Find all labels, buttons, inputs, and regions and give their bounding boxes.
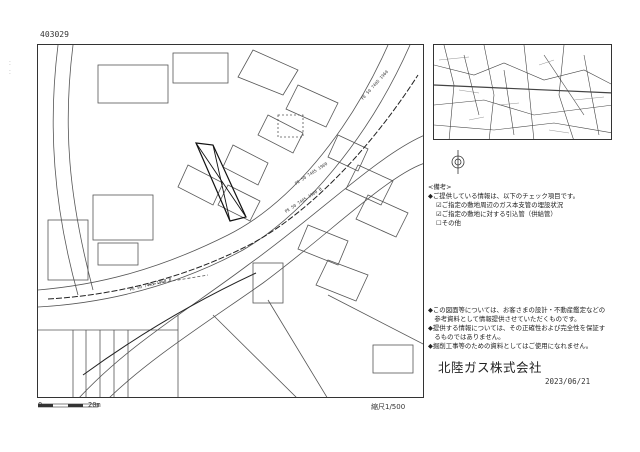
road-edge-upper (38, 45, 389, 291)
scale-bar-end: 20m (88, 401, 101, 409)
building (345, 164, 394, 206)
gas-branch-line (82, 272, 257, 376)
caution-line: ◆この図面等については、お客さまの設計・不動産鑑定などの (428, 306, 606, 314)
inset-map-drawing (434, 45, 611, 139)
checklist-item: ☐その他 (436, 219, 461, 227)
building (97, 242, 139, 266)
north-arrow-icon (451, 150, 465, 174)
building (177, 164, 224, 206)
location-inset-map[interactable] (433, 44, 612, 140)
building (285, 84, 339, 128)
building (297, 224, 349, 266)
road-edge-inner (109, 163, 423, 397)
building (222, 144, 269, 186)
scale-bar (38, 403, 99, 408)
notes-block: <備考> ◆ご提供している情報は、以下のチェック項目です。 ☑ご指定の敷地周辺の… (428, 183, 628, 351)
building (257, 114, 304, 154)
caution-line: ◆提供する情報については、その正確性および完全性を保証す (428, 324, 606, 332)
checklist-item: ☑ご指定の敷地周辺のガス本支管の埋設状況 (436, 201, 564, 209)
scale-bar-start: 0 (38, 401, 43, 409)
building (217, 184, 261, 222)
road-edge-outer (79, 135, 423, 397)
building-dashed (277, 114, 304, 138)
road-edge-upper-inner (38, 45, 411, 308)
checklist-intro: ◆ご提供している情報は、以下のチェック項目です。 (428, 192, 580, 200)
issue-date: 2023/06/21 (545, 377, 591, 386)
notes-heading: <備考> (428, 183, 452, 191)
document-id: 403029 (40, 30, 69, 39)
scale-ratio: 縮尺1/500 (371, 403, 406, 411)
building (315, 259, 369, 302)
building (97, 64, 169, 104)
caution-list: ◆この図面等については、お客さまの設計・不動産鑑定などの 参考資料として情報提供… (428, 306, 628, 351)
building (47, 219, 89, 281)
building (237, 49, 299, 96)
caution-line: るものではありません。 (428, 333, 505, 341)
building (172, 52, 229, 84)
caution-line: ◆掘削工事等のための資料としてはご使用になれません。 (428, 342, 593, 350)
margin-mark-top: ·· ·· (6, 60, 12, 76)
building (372, 344, 414, 374)
building (92, 194, 154, 241)
building (252, 262, 284, 304)
map-drawing: PE 50 7405 1960 B PE 50 7405 1960 PE 50 … (38, 45, 423, 397)
left-curve-inner (67, 45, 94, 291)
gas-main-line (47, 74, 419, 300)
pipe-label: PE 50 7405 1960 B (129, 277, 172, 292)
caution-line: 参考資料として情報提供させていただくものです。 (428, 315, 581, 323)
checklist-item: ☑ご指定の敷地に対する引込管（供給管） (436, 210, 557, 218)
building (327, 134, 369, 172)
left-curve (52, 45, 79, 296)
company-name: 北陸ガス株式会社 (438, 360, 543, 375)
map-frame[interactable]: PE 50 7405 1960 B PE 50 7405 1960 PE 50 … (37, 44, 424, 398)
building (355, 194, 409, 238)
